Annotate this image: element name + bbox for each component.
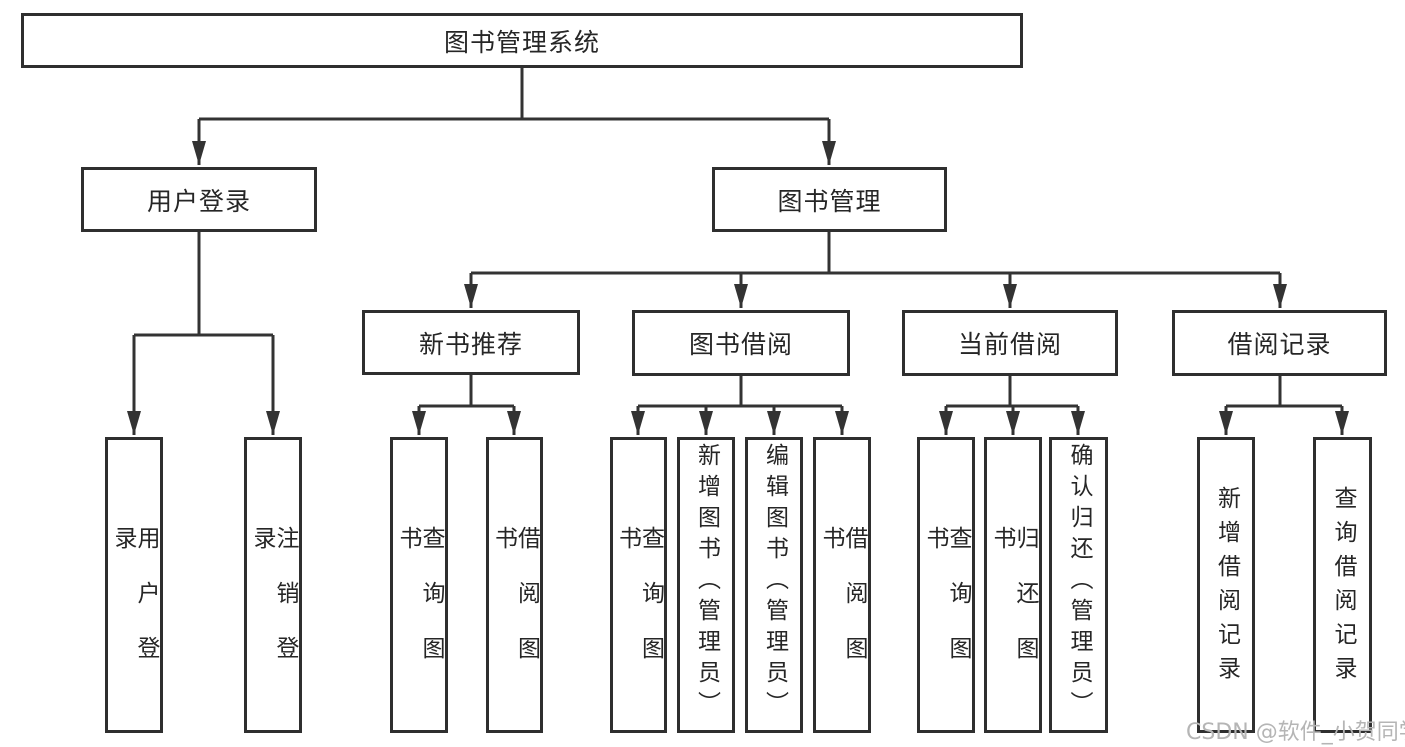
- leaf-query-books-3: 查询图书: [917, 437, 975, 733]
- leaf-confirm-return-admin-label: 确认归还（管理员）: [1066, 443, 1092, 722]
- leaf-return-books-label: 归还图书: [989, 526, 1038, 691]
- node-book-management-label: 图书管理: [777, 186, 882, 216]
- leaf-add-books-admin-label: 新增图书（管理员）: [693, 443, 720, 722]
- leaf-query-borrow-record-label: 查询借阅记录: [1330, 486, 1356, 690]
- node-new-book-recommend: 新书推荐: [362, 310, 580, 375]
- leaf-borrow-books-2-label: 借阅图书: [818, 526, 867, 691]
- leaf-logout: 注销登录: [244, 437, 302, 733]
- node-user-login: 用户登录: [81, 167, 317, 232]
- connector-book-borrow-split: [631, 376, 849, 435]
- leaf-borrow-books-1: 借阅图书: [486, 437, 543, 733]
- leaf-confirm-return-admin: 确认归还（管理员）: [1049, 437, 1108, 733]
- node-book-borrow: 图书借阅: [632, 310, 850, 376]
- leaf-query-books-1-label: 查询图书: [395, 526, 444, 691]
- leaf-query-books-3-label: 查询图书: [922, 526, 971, 691]
- leaf-logout-label: 注销登录: [249, 526, 298, 691]
- node-borrow-record: 借阅记录: [1172, 310, 1387, 376]
- leaf-borrow-books-2: 借阅图书: [813, 437, 871, 733]
- connector-user-login-split: [127, 232, 280, 435]
- csdn-watermark: CSDN @软件_小贺同学: [1186, 720, 1405, 745]
- leaf-query-books-1: 查询图书: [390, 437, 448, 733]
- connector-book-management-split: [464, 232, 1287, 308]
- leaf-add-borrow-record: 新增借阅记录: [1197, 437, 1255, 733]
- leaf-user-login-label: 用户登录: [110, 526, 159, 691]
- node-book-management: 图书管理: [712, 167, 947, 232]
- connector-borrow-record-split: [1219, 376, 1349, 435]
- leaf-return-books: 归还图书: [984, 437, 1042, 733]
- node-book-borrow-label: 图书借阅: [688, 330, 793, 359]
- node-user-login-label: 用户登录: [146, 186, 251, 216]
- leaf-edit-books-admin: 编辑图书（管理员）: [745, 437, 803, 733]
- leaf-edit-books-admin-label: 编辑图书（管理员）: [761, 443, 788, 722]
- leaf-add-borrow-record-label: 新增借阅记录: [1213, 486, 1240, 690]
- leaf-query-books-2-label: 查询图书: [614, 526, 664, 691]
- node-library-management-system-label: 图书管理系统: [443, 27, 600, 57]
- connector-root-split: [192, 68, 836, 165]
- leaf-borrow-books-1-label: 借阅图书: [490, 526, 540, 691]
- node-new-book-recommend-label: 新书推荐: [418, 329, 523, 359]
- node-library-management-system: 图书管理系统: [21, 13, 1023, 68]
- leaf-query-books-2: 查询图书: [610, 437, 667, 733]
- leaf-query-borrow-record: 查询借阅记录: [1313, 437, 1372, 733]
- connector-new-book-split: [412, 375, 521, 435]
- node-current-borrow-label: 当前借阅: [957, 330, 1062, 359]
- leaf-add-books-admin: 新增图书（管理员）: [677, 437, 735, 733]
- node-borrow-record-label: 借阅记录: [1227, 330, 1332, 359]
- connector-current-borrow-split: [939, 376, 1085, 435]
- leaf-user-login: 用户登录: [105, 437, 163, 733]
- node-current-borrow: 当前借阅: [902, 310, 1118, 376]
